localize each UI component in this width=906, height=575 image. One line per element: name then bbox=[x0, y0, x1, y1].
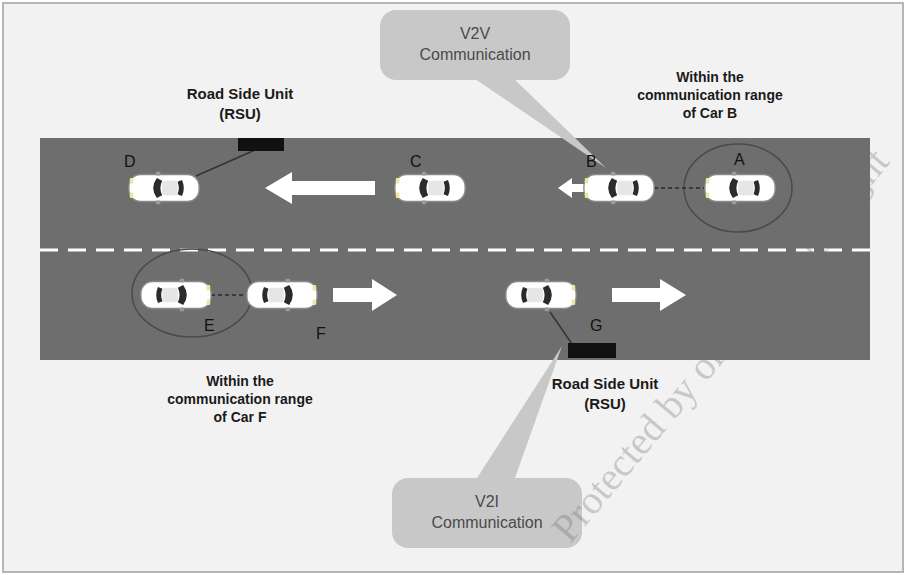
car-letter: D bbox=[124, 154, 136, 170]
car-letter: B bbox=[586, 154, 597, 170]
range-label: Within the communication range of Car B bbox=[630, 68, 790, 123]
range-ellipse bbox=[132, 249, 252, 337]
v2v-link bbox=[211, 294, 246, 296]
car-icon bbox=[395, 172, 465, 204]
direction-arrow bbox=[612, 279, 686, 311]
car-letter: C bbox=[410, 154, 422, 170]
direction-arrow bbox=[265, 172, 375, 204]
lane-divider bbox=[40, 249, 870, 252]
rsu-label: Road Side Unit (RSU) bbox=[170, 84, 310, 123]
car-letter: A bbox=[734, 152, 745, 168]
rsu-symbol bbox=[238, 138, 284, 151]
car-letter: E bbox=[204, 318, 215, 334]
callout-tail bbox=[462, 70, 606, 168]
range-ellipse bbox=[684, 144, 792, 232]
car-icon bbox=[705, 172, 775, 204]
car-icon bbox=[141, 279, 211, 311]
car-icon bbox=[129, 172, 199, 204]
car-letter: F bbox=[316, 326, 326, 342]
rsu-link bbox=[550, 312, 572, 344]
figure-frame bbox=[3, 3, 903, 572]
direction-arrow bbox=[558, 178, 584, 198]
callout-tail bbox=[468, 346, 562, 492]
direction-arrow bbox=[333, 279, 397, 311]
car-letter: G bbox=[590, 318, 602, 334]
callout-bubble: V2V Communication bbox=[380, 10, 570, 80]
range-label: Within the communication range of Car F bbox=[160, 372, 320, 427]
callout-text: V2I Communication bbox=[427, 492, 547, 534]
v2v-link bbox=[654, 187, 704, 189]
callout-text: V2V Communication bbox=[415, 24, 535, 66]
car-icon bbox=[506, 279, 576, 311]
rsu-link bbox=[196, 150, 255, 176]
car-icon bbox=[247, 279, 317, 311]
car-icon bbox=[584, 172, 654, 204]
rsu-symbol bbox=[568, 343, 616, 358]
